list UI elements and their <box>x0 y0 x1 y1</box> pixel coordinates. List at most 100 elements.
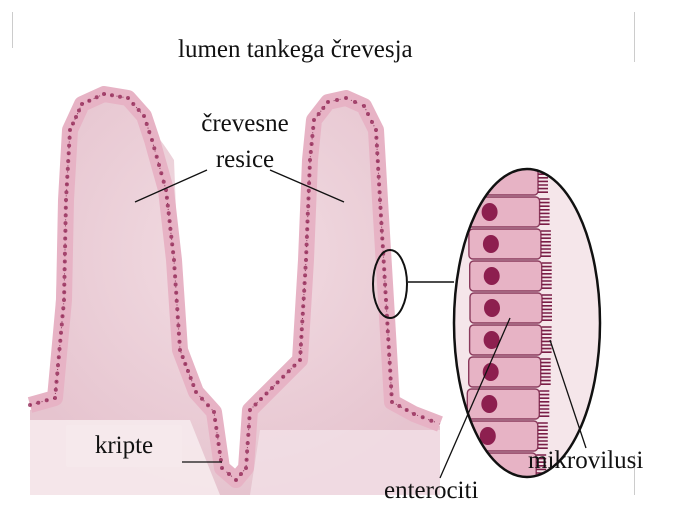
cell-nucleus <box>303 273 307 277</box>
cell-nucleus <box>259 397 263 401</box>
cell-nucleus <box>95 95 99 99</box>
cell-nucleus <box>212 410 216 414</box>
cell-nucleus <box>317 112 321 116</box>
cell-nucleus <box>300 320 304 324</box>
cell-nucleus <box>67 144 71 148</box>
cell-nucleus <box>384 290 388 294</box>
cell-nucleus <box>306 212 310 216</box>
lumen-label: lumen tankega črevesja <box>178 36 413 64</box>
crypts-label: kripte <box>66 425 182 467</box>
enterocyte-cell <box>470 293 542 323</box>
cell-nucleus <box>304 266 308 270</box>
cell-nucleus <box>159 171 163 175</box>
cell-nucleus <box>405 408 409 412</box>
cell-nucleus <box>382 260 386 264</box>
cell-nucleus <box>87 99 91 103</box>
cell-nucleus <box>227 472 231 476</box>
cell-nucleus <box>61 306 65 310</box>
cell-nucleus <box>206 403 210 407</box>
cell-nucleus <box>302 297 306 301</box>
cell-nucleus <box>305 243 309 247</box>
cell-nucleus <box>388 361 392 365</box>
cell-nucleus <box>147 130 151 134</box>
cell-nucleus <box>379 221 383 225</box>
cell-nucleus <box>62 290 66 294</box>
cell-nucleus <box>303 281 307 285</box>
cell-nucleus <box>59 331 63 335</box>
cell-nucleus <box>56 363 60 367</box>
enterocyte-nucleus <box>477 491 493 509</box>
cell-nucleus <box>305 227 309 231</box>
cell-nucleus <box>388 369 392 373</box>
enterocyte-nucleus <box>484 299 500 317</box>
cell-nucleus <box>55 372 59 376</box>
cell-nucleus <box>64 213 68 217</box>
cell-nucleus <box>376 159 380 163</box>
cell-nucleus <box>386 337 390 341</box>
cell-nucleus <box>389 384 393 388</box>
cell-nucleus <box>63 244 67 248</box>
cell-nucleus <box>110 93 114 97</box>
cell-nucleus <box>62 283 66 287</box>
cell-nucleus <box>64 206 68 210</box>
cell-nucleus <box>281 375 285 379</box>
cell-nucleus <box>60 323 64 327</box>
cell-nucleus <box>254 403 258 407</box>
cell-nucleus <box>45 398 49 402</box>
cell-nucleus <box>370 120 374 124</box>
cell-nucleus <box>174 283 178 287</box>
cell-nucleus <box>177 332 181 336</box>
cell-nucleus <box>245 449 249 453</box>
cell-nucleus <box>307 197 311 201</box>
cell-nucleus <box>310 134 314 138</box>
cell-nucleus <box>335 98 339 102</box>
cell-nucleus <box>429 419 433 423</box>
cell-nucleus <box>218 450 222 454</box>
cell-nucleus <box>248 408 252 412</box>
cell-nucleus <box>58 347 62 351</box>
cell-nucleus <box>299 335 303 339</box>
cell-nucleus <box>389 377 393 381</box>
enterocyte-cell <box>469 357 541 387</box>
cell-nucleus <box>169 235 173 239</box>
cell-nucleus <box>53 396 57 400</box>
cell-nucleus <box>118 95 122 99</box>
cell-nucleus <box>301 312 305 316</box>
enterocyte-nucleus <box>481 395 497 413</box>
enterocyte-nucleus <box>483 363 499 381</box>
cell-nucleus <box>390 400 394 404</box>
cell-nucleus <box>387 345 391 349</box>
cell-nucleus <box>55 380 59 384</box>
cell-nucleus <box>246 441 250 445</box>
cell-nucleus <box>215 434 219 438</box>
cell-nucleus <box>152 146 156 150</box>
cell-nucleus <box>270 386 274 390</box>
cell-nucleus <box>137 108 141 112</box>
cell-nucleus <box>162 180 166 184</box>
cell-nucleus <box>306 220 310 224</box>
cell-nucleus <box>68 136 72 140</box>
cell-nucleus <box>375 144 379 148</box>
cell-nucleus <box>80 102 84 106</box>
cell-nucleus <box>386 329 390 333</box>
cell-nucleus <box>385 322 389 326</box>
cell-nucleus <box>67 151 71 155</box>
cell-nucleus <box>174 291 178 295</box>
cell-nucleus <box>58 339 62 343</box>
cell-nucleus <box>304 250 308 254</box>
cell-nucleus <box>247 425 251 429</box>
cell-nucleus <box>374 136 378 140</box>
enterocyte-nucleus <box>483 235 499 253</box>
cell-nucleus <box>378 198 382 202</box>
cell-nucleus <box>321 106 325 110</box>
cell-nucleus <box>157 163 161 167</box>
cell-nucleus <box>245 458 249 462</box>
enterocyte-cell <box>469 229 541 259</box>
cell-nucleus <box>176 315 180 319</box>
villi-label-line2: resice <box>186 142 304 178</box>
cell-nucleus <box>173 274 177 278</box>
cell-nucleus <box>287 369 291 373</box>
cell-nucleus <box>353 100 357 104</box>
cell-nucleus <box>145 122 149 126</box>
